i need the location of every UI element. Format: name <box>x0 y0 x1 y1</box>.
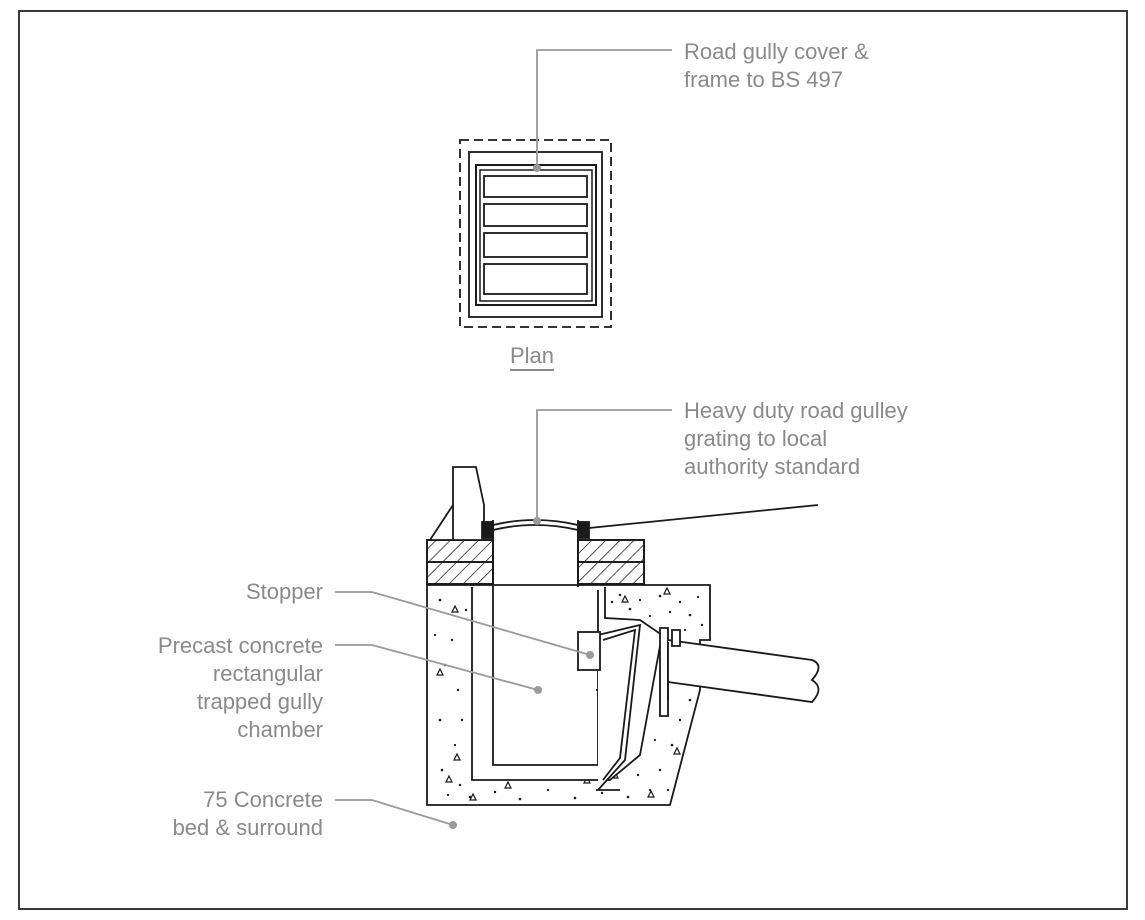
section-view <box>426 466 820 806</box>
plan-cover-outer <box>475 164 597 306</box>
stopper <box>577 631 601 671</box>
plan-title: Plan <box>510 343 555 368</box>
concrete-aggregate-stones <box>436 586 681 801</box>
plan-cover-inner <box>479 169 593 302</box>
outlet-pipe <box>659 627 820 717</box>
bed-label: 75 Concrete bed & surround <box>172 787 323 840</box>
plan-slot <box>483 232 588 258</box>
plan-slot <box>483 175 588 198</box>
leader-cover <box>536 49 672 168</box>
plan-slot <box>483 203 588 227</box>
kerb <box>428 466 485 541</box>
chamber-inner-wall <box>492 587 599 766</box>
chamber-neck <box>492 520 579 587</box>
road-surface <box>588 504 819 529</box>
trap-baffle <box>597 623 642 791</box>
stopper-label: Stopper <box>245 579 323 604</box>
plan-frame <box>468 151 603 318</box>
leader-lines <box>335 49 672 829</box>
chamber-label: Precast concrete rectangular trapped gul… <box>157 633 323 742</box>
leader-stopper <box>335 591 591 656</box>
leader-chamber <box>335 644 539 691</box>
plan-view <box>459 139 612 328</box>
leader-bed <box>335 799 454 826</box>
grating-label: Heavy duty road gulley grating to local … <box>684 398 908 479</box>
bedding-courses <box>426 539 645 585</box>
leader-grating <box>536 409 672 521</box>
concrete-aggregate <box>433 593 704 801</box>
plan-dashed-outline <box>459 139 612 328</box>
plan-slot <box>483 263 588 295</box>
cover-frame-label: Road gully cover & frame to BS 497 <box>684 39 869 92</box>
